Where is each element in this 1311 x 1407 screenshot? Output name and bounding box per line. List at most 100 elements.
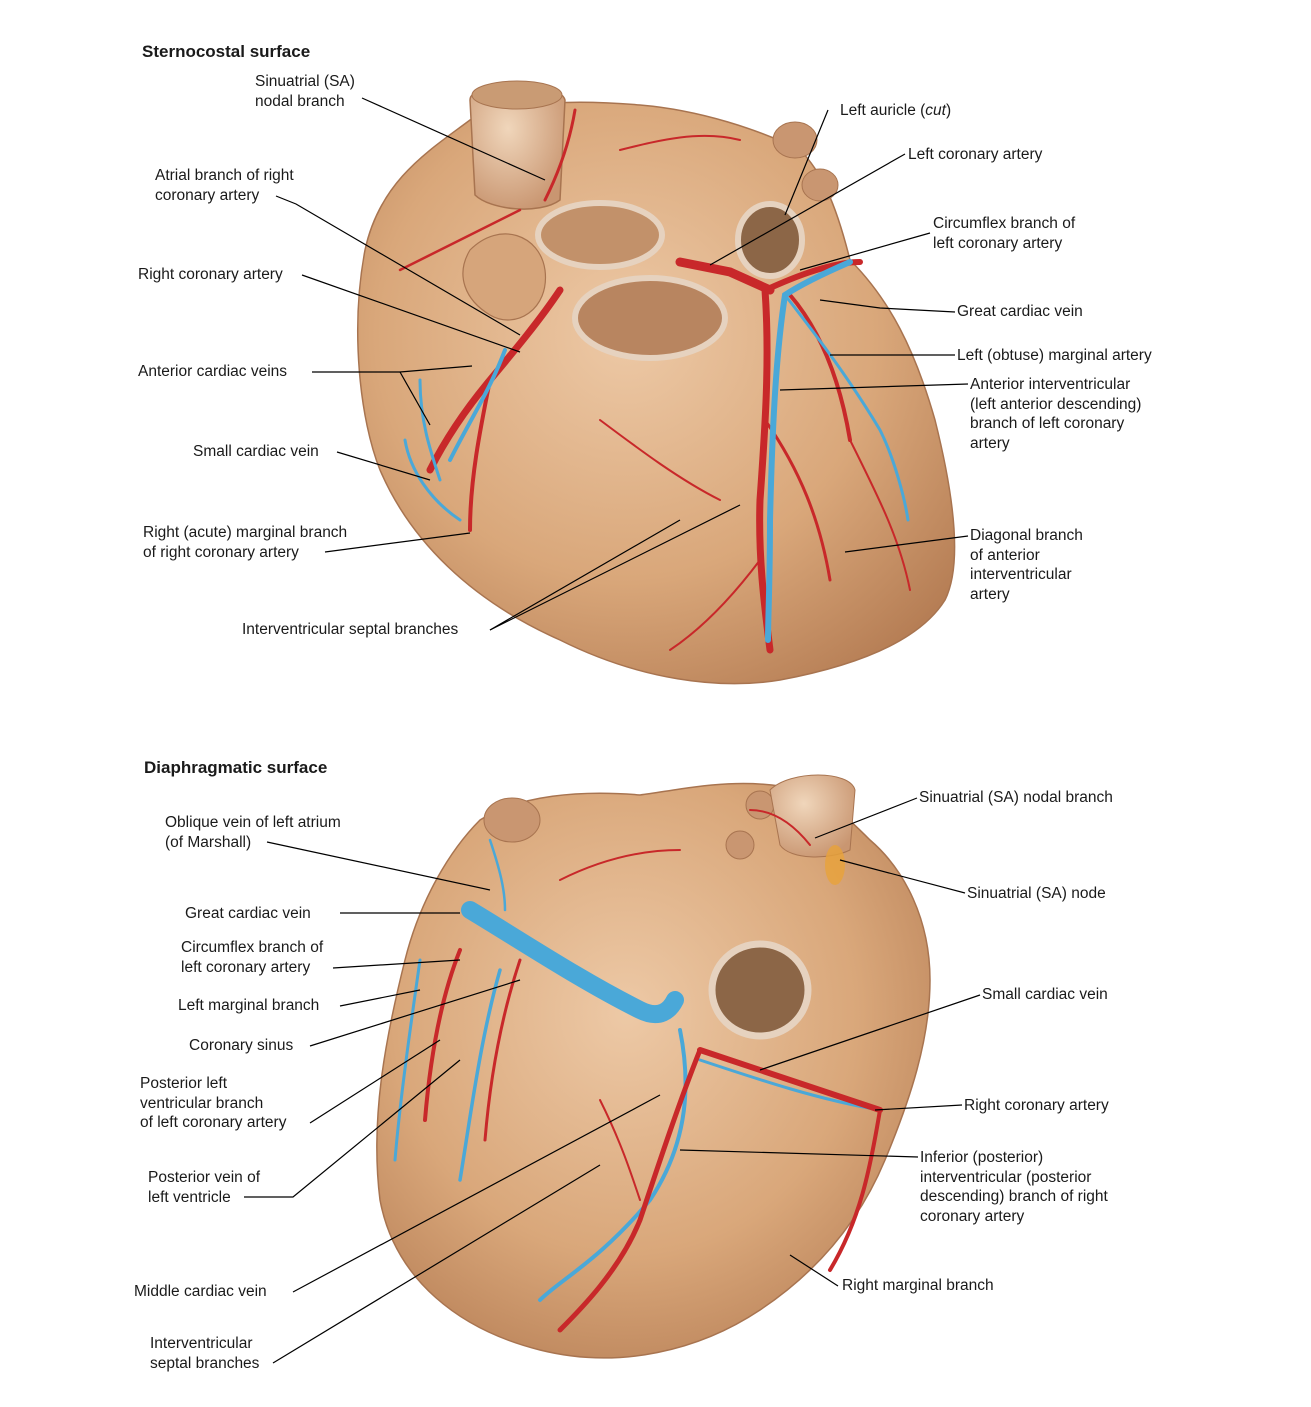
- label-line: Posterior left: [140, 1075, 228, 1092]
- left-auricle-cut: [735, 201, 805, 279]
- label-b-post-vein-lv: Posterior vein of left ventricle: [148, 1168, 260, 1207]
- label-line: septal branches: [150, 1354, 260, 1372]
- label-b-left-marginal: Left marginal branch: [178, 996, 319, 1016]
- label-line: left coronary artery: [181, 958, 311, 976]
- label-t-left-obtuse-marginal: Left (obtuse) marginal artery: [957, 346, 1152, 366]
- label-b-sa-nodal: Sinuatrial (SA) nodal branch: [919, 788, 1113, 808]
- label-line: Right coronary artery: [138, 266, 283, 283]
- label-line: Middle cardiac vein: [134, 1283, 267, 1300]
- label-t-great-cardiac-vein: Great cardiac vein: [957, 302, 1083, 322]
- label-line: (left anterior descending): [970, 395, 1142, 413]
- label-t-right-marginal: Right (acute) marginal branch of right co…: [143, 523, 347, 562]
- label-b-coronary-sinus: Coronary sinus: [189, 1036, 293, 1056]
- label-line: Left coronary artery: [908, 146, 1043, 163]
- svc-bottom: [769, 774, 856, 858]
- label-line: nodal branch: [255, 92, 345, 110]
- vessel-bottom-2: [745, 790, 775, 820]
- label-line: descending) branch of right: [920, 1188, 1108, 1205]
- label-line: Small cardiac vein: [193, 443, 319, 460]
- label-b-pda: Inferior (posterior) interventricular (po…: [920, 1148, 1108, 1226]
- label-line: Left (obtuse) marginal artery: [957, 347, 1152, 364]
- label-line: left coronary artery: [933, 234, 1063, 252]
- label-line: of anterior: [970, 546, 1040, 564]
- vessel-bottom-1: [483, 797, 541, 843]
- label-line: Atrial branch of right: [155, 167, 294, 184]
- leader-lines: [244, 97, 981, 1364]
- label-line: Posterior vein of: [148, 1169, 260, 1186]
- label-line: interventricular: [970, 566, 1072, 583]
- label-line: coronary artery: [155, 186, 260, 204]
- heart-diaphragmatic: [376, 774, 931, 1359]
- label-line: artery: [970, 585, 1010, 603]
- label-line: Great cardiac vein: [185, 905, 311, 922]
- label-t-ant-cardiac-veins: Anterior cardiac veins: [138, 362, 287, 382]
- label-line: of right coronary artery: [143, 543, 299, 561]
- label-line: Interventricular: [150, 1335, 253, 1352]
- label-line: Circumflex branch of: [933, 215, 1076, 232]
- label-t-circumflex: Circumflex branch of left coronary artery: [933, 214, 1075, 253]
- label-line: Sinuatrial (SA) nodal branch: [919, 789, 1113, 806]
- label-b-middle-cardiac-vein: Middle cardiac vein: [134, 1282, 267, 1302]
- pulm-vein-top-2: [801, 168, 839, 202]
- label-line: (of Marshall): [165, 833, 252, 851]
- label-b-small-cardiac-vein: Small cardiac vein: [982, 985, 1108, 1005]
- label-line: of left coronary artery: [140, 1114, 287, 1131]
- label-t-diagonal: Diagonal branch of anterior interventricul…: [970, 526, 1083, 604]
- label-line: Right coronary artery: [964, 1097, 1109, 1114]
- label-t-rca: Right coronary artery: [138, 265, 283, 285]
- label-t-lad: Anterior interventricular (left anterior …: [970, 375, 1141, 453]
- aorta-lumen-top: [471, 80, 563, 110]
- right-auricle-top: [462, 233, 547, 321]
- label-line: Interventricular septal branches: [242, 621, 459, 638]
- label-line: Coronary sinus: [189, 1037, 294, 1054]
- label-line: Right (acute) marginal branch: [143, 524, 348, 541]
- arteries-bottom: [423, 809, 883, 1333]
- label-line: Inferior (posterior): [920, 1149, 1044, 1166]
- heart-outline-bottom: [376, 782, 931, 1359]
- pulmonary-trunk-top: [535, 200, 665, 270]
- label-line: Left marginal branch: [178, 997, 320, 1014]
- heart-outline-top: [357, 101, 956, 685]
- label-line: Anterior cardiac veins: [138, 363, 288, 380]
- label-line: Sinuatrial (SA) node: [967, 885, 1106, 902]
- veins-top: [403, 259, 910, 643]
- label-b-sa-node: Sinuatrial (SA) node: [967, 884, 1106, 904]
- label-b-oblique-vein: Oblique vein of left atrium (of Marshall): [165, 813, 341, 852]
- label-line: Oblique vein of left atrium: [165, 814, 341, 831]
- label-line: Anterior interventricular: [970, 376, 1131, 393]
- label-b-rca: Right coronary artery: [964, 1096, 1109, 1116]
- label-b-post-lv-branch: Posterior left ventricular branch of left …: [140, 1074, 286, 1133]
- label-t-sa-nodal: Sinuatrial (SA) nodal branch: [255, 72, 355, 111]
- label-line: left ventricle: [148, 1188, 231, 1206]
- label-line: Sinuatrial (SA): [255, 73, 355, 90]
- heart-sternocostal: [357, 80, 956, 685]
- veins-bottom: [393, 838, 882, 1302]
- label-line: Right marginal branch: [842, 1277, 994, 1294]
- ventricle-opening-top: [572, 275, 728, 361]
- title-sternocostal: Sternocostal surface: [142, 42, 311, 61]
- label-t-small-cardiac-vein: Small cardiac vein: [193, 442, 319, 462]
- arteries-top: [398, 108, 911, 654]
- label-t-iv-septal: Interventricular septal branches: [242, 620, 458, 640]
- label-b-circumflex: Circumflex branch of left coronary artery: [181, 938, 323, 977]
- label-b-great-cardiac-vein: Great cardiac vein: [185, 904, 311, 924]
- label-line: coronary artery: [920, 1207, 1025, 1225]
- label-t-lca: Left coronary artery: [908, 145, 1042, 165]
- label-line: branch of left coronary: [970, 415, 1125, 432]
- label-line: artery: [970, 434, 1010, 452]
- ivc-opening-bottom: [708, 940, 812, 1040]
- pulm-vein-top-1: [772, 121, 818, 159]
- label-b-iv-septal: Interventricular septal branches: [150, 1334, 259, 1373]
- label-line: Diagonal branch: [970, 527, 1083, 544]
- label-line: Small cardiac vein: [982, 986, 1108, 1003]
- label-line: Left auricle (cut): [840, 102, 952, 119]
- label-t-left-auricle: Left auricle (cut): [840, 101, 951, 121]
- label-line: ventricular branch: [140, 1094, 264, 1112]
- label-line: Great cardiac vein: [957, 303, 1083, 320]
- label-t-atrial-rca: Atrial branch of right coronary artery: [155, 166, 294, 205]
- label-line: Circumflex branch of: [181, 939, 324, 956]
- sa-node-bottom: [825, 845, 845, 885]
- label-line: interventricular (posterior: [920, 1168, 1092, 1186]
- vessel-bottom-3: [725, 830, 755, 860]
